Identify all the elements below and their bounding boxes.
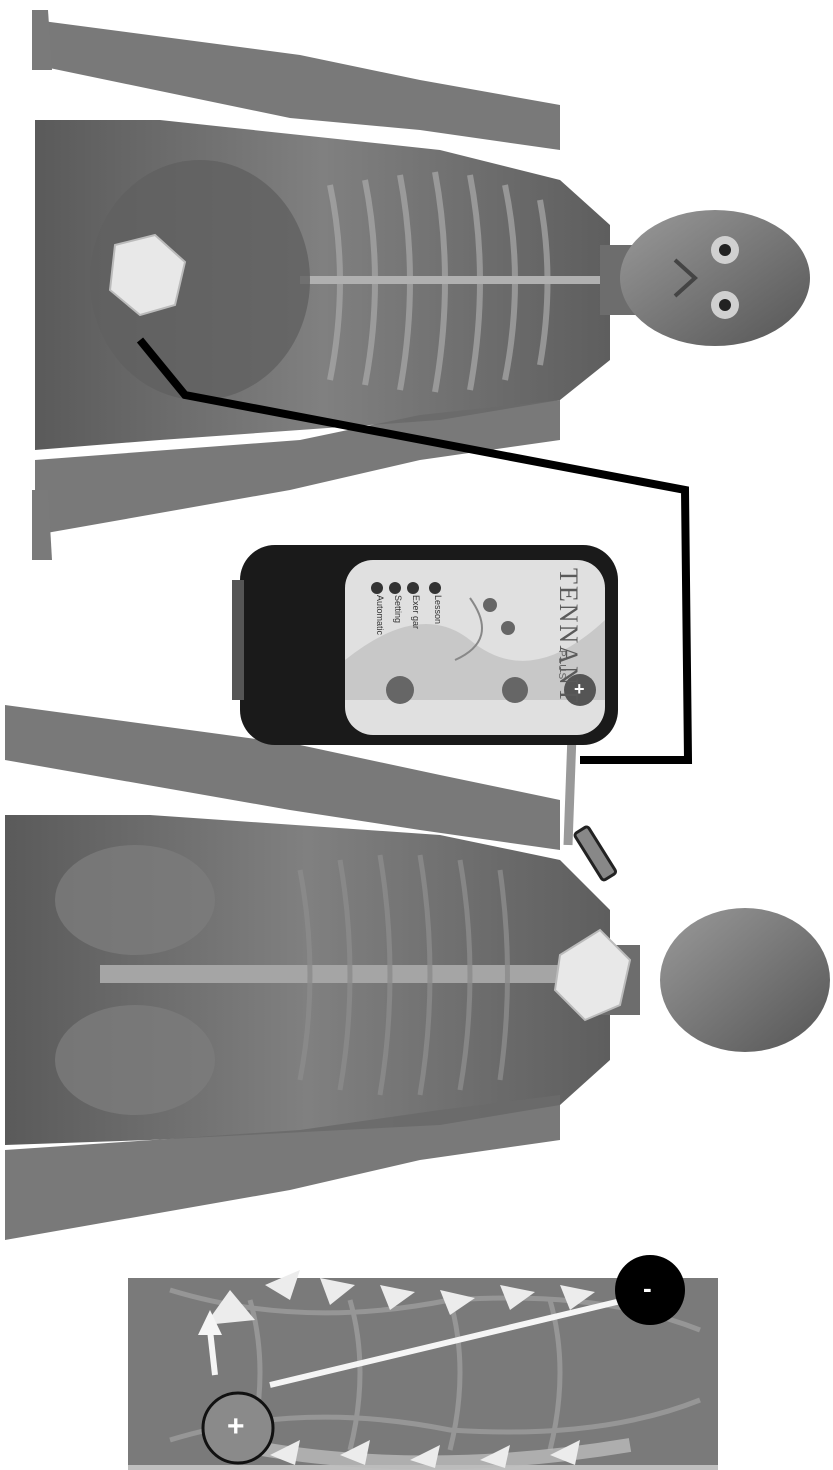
device-cable-grey: [568, 735, 572, 845]
positive-electrode-symbol: +: [227, 1410, 245, 1444]
strip-electrode: [574, 826, 617, 881]
minus-button[interactable]: [502, 677, 528, 703]
current-flow-inset: [128, 1255, 718, 1470]
mode-label-2: Exer gar: [411, 595, 421, 629]
mode-label-4: Automatic: [375, 595, 385, 635]
device-model-label: PLUS: [556, 650, 567, 680]
mode-label-1: Lesson: [433, 595, 443, 624]
mode-label-3: Setting: [393, 595, 403, 623]
back-view-figure: [5, 705, 830, 1240]
negative-electrode-symbol: -: [643, 1273, 652, 1304]
plus-button-symbol: +: [574, 679, 585, 700]
front-view-figure: [32, 10, 810, 560]
main-button[interactable]: [386, 676, 414, 704]
